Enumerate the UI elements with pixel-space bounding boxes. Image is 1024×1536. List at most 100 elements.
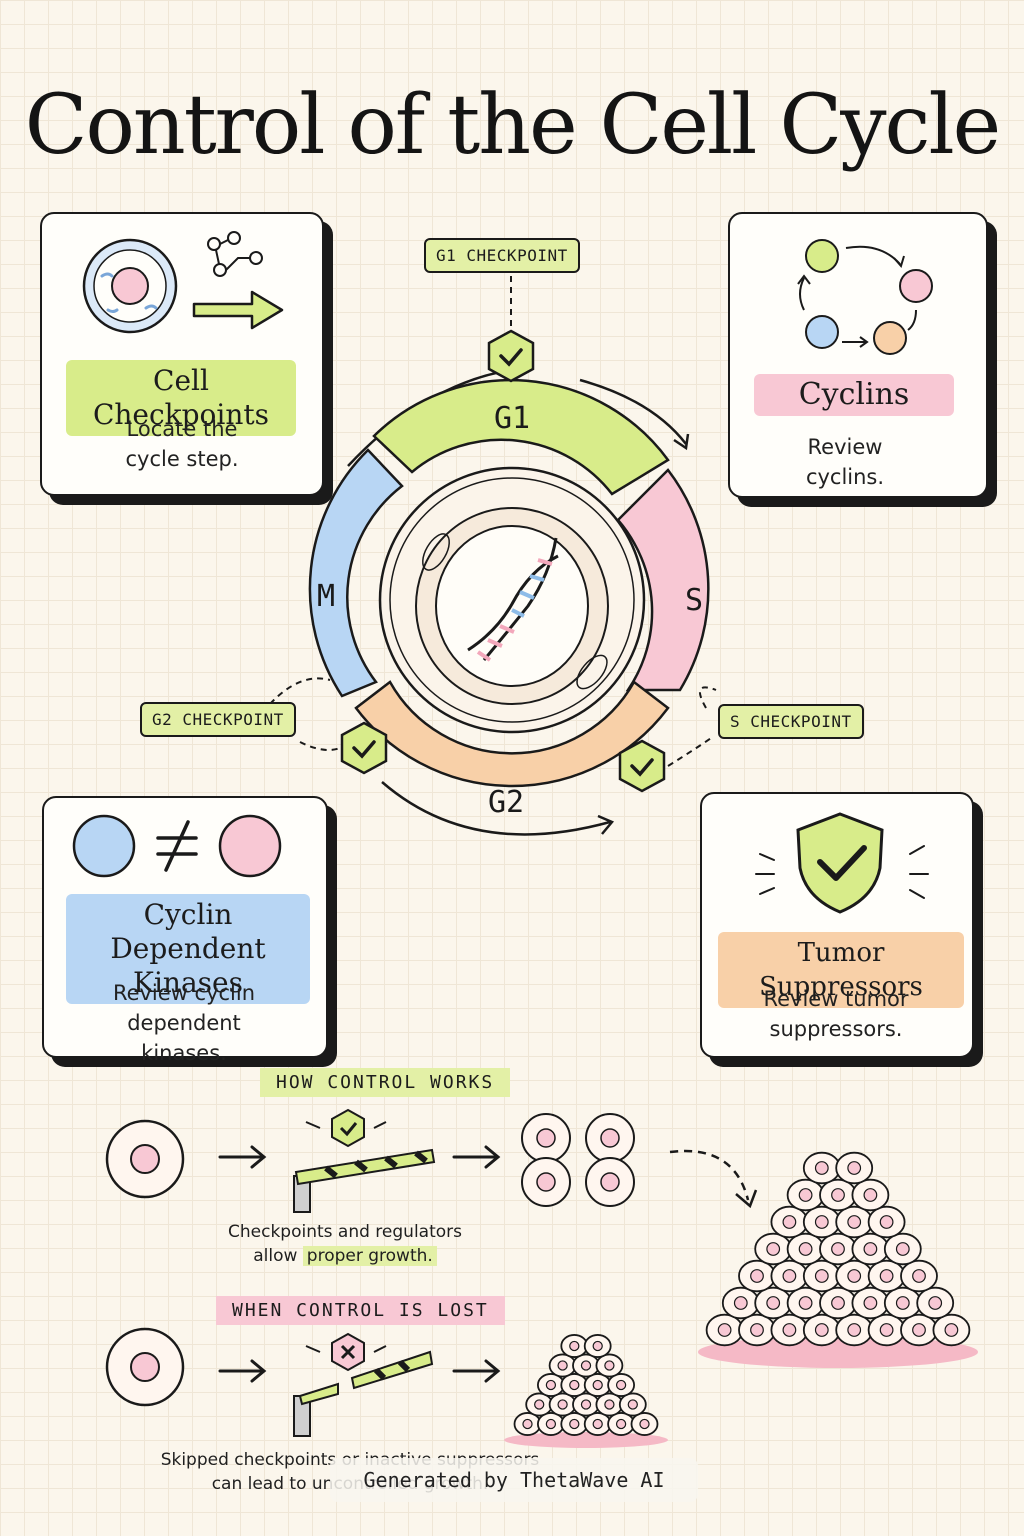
normal-cell-icon [105,1119,185,1199]
tumor-cell-nucleus [782,1269,797,1283]
tumor-cell-nucleus [831,1188,845,1202]
tumor-cell-nucleus [615,1379,627,1391]
tumor-cell-nucleus [750,1269,764,1283]
card-description: Review cyclins. [805,435,885,489]
tumor-cell-nucleus [814,1323,829,1337]
arrow-right-icon [218,1145,267,1169]
tumor-cell-nucleus [615,1418,627,1430]
molecule-icon [207,231,263,277]
tumor-cell-nucleus [912,1323,926,1337]
tumor-cell-nucleus [782,1215,797,1229]
dna-icon [467,537,559,662]
tumor-cell-nucleus [766,1296,781,1310]
phase-label-g2: G2 [488,785,524,820]
tumor-cell-nucleus [863,1188,878,1202]
tumor-cell-nucleus [879,1215,894,1229]
cell-cycle-diagram: G1 S G2 M [308,366,710,836]
phase-segment-g1[interactable] [372,378,670,496]
watermark: Generated by ThetaWave AI [330,1458,698,1502]
phase-label-s: S [685,583,703,618]
arrow-right-icon [452,1359,501,1383]
phase-segment-g2[interactable] [354,680,670,788]
card-cell-checkpoints[interactable]: Cell Checkpoints Locate the cycle step. [40,212,324,496]
tumor-cell-nucleus [557,1399,568,1410]
card-tumor-suppressors[interactable]: Tumor Suppressors Review tumor suppresso… [700,792,974,1058]
tumor-cell-nucleus [592,1418,603,1430]
tumor-cell-nucleus [928,1296,943,1310]
tumor-cell-nucleus [798,1188,813,1202]
tumor-cell-nucleus [814,1215,829,1229]
g2-checkpoint-tag[interactable]: G2 CHECKPOINT [140,702,296,737]
tumor-cell-nucleus [831,1242,845,1256]
phase-label-g1: G1 [494,401,530,436]
tumor-cell-nucleus [592,1340,603,1352]
how-caption-line2: allow proper growth. [200,1244,490,1268]
shield-check-icon [755,812,929,914]
tumor-cell-nucleus [545,1418,557,1430]
tumor-cell-nucleus [814,1269,829,1283]
how-caption-highlight: proper growth. [302,1246,437,1266]
g1-checkpoint-tag[interactable]: G1 CHECKPOINT [424,238,580,273]
how-caption: Checkpoints and regulators allow proper … [200,1220,490,1268]
tumor-cell-nucleus [798,1296,813,1310]
checkpoint-hexagon-icon [618,739,666,793]
tumor-cell-nucleus [627,1399,638,1410]
tumor-cell-nucleus [604,1360,615,1371]
tumor-cell-nucleus [895,1296,910,1310]
tumor-cell-nucleus [831,1296,845,1310]
tumor-cell-nucleus [569,1379,580,1391]
tumor-cell-nucleus [798,1242,813,1256]
tumor-cell-nucleus [847,1161,862,1175]
card-description: Locate the cycle step. [125,417,239,471]
dashed-arrow-icon [669,1149,758,1209]
page-title: Control of the Cell Cycle [24,78,1001,173]
tumor-cell-nucleus [847,1215,862,1229]
tumor-cell-nucleus [522,1418,533,1430]
normal-cell-icon [105,1327,185,1407]
tumor-cell-nucleus [534,1399,545,1410]
card-cyclins[interactable]: Cyclins Review cyclins. [728,212,988,498]
card-cyclin-dependent-kinases[interactable]: Cyclin Dependent Kinases Review cyclin d… [42,796,328,1065]
small-tumor-icon [504,1334,668,1448]
tumor-cell-nucleus [814,1161,829,1175]
card-description: Review cyclin dependent kinases. [112,981,256,1065]
tumor-cell-nucleus [750,1323,764,1337]
tumor-cell-nucleus [604,1399,615,1410]
arrow-right-icon [192,290,284,330]
tumor-cell-nucleus [733,1296,748,1310]
arrow-right-icon [452,1145,501,1169]
phase-label-m: M [317,579,335,614]
card-title: Cyclin Dependent Kinases [66,894,310,1004]
how-caption-prefix: allow [253,1246,298,1266]
dividing-cells-icon [521,1113,635,1207]
tumor-cell-nucleus [717,1323,732,1337]
tumor-mass-icon [698,1151,978,1368]
card-description: Review tumor suppressors. [763,987,909,1041]
cycle-arrows-icon [797,239,933,355]
tumor-cell-nucleus [879,1269,894,1283]
when-lost-heading: WHEN CONTROL IS LOST [216,1296,505,1325]
tumor-cell-nucleus [863,1296,878,1310]
checkpoint-hexagon-icon [487,329,535,383]
tumor-cell-nucleus [912,1269,926,1283]
tumor-cell-nucleus [569,1340,580,1352]
card-title: Cyclins [754,374,954,416]
tumor-cell-nucleus [847,1269,862,1283]
tumor-cell-nucleus [557,1360,568,1371]
not-equal-icon [72,814,282,878]
phase-segment-m[interactable] [308,448,404,698]
cell-icon [82,238,178,334]
tumor-cell-nucleus [569,1418,580,1430]
tumor-cell-nucleus [639,1418,650,1430]
tumor-cell-nucleus [545,1379,557,1391]
tumor-cell-nucleus [782,1323,797,1337]
tumor-cell-nucleus [879,1323,894,1337]
card-title: Tumor Suppressors [718,932,964,1008]
s-checkpoint-tag[interactable]: S CHECKPOINT [718,704,864,739]
tumor-cell-nucleus [592,1379,603,1391]
tumor-cell-nucleus [847,1323,862,1337]
how-control-heading: HOW CONTROL WORKS [260,1068,511,1097]
tumor-cell-nucleus [895,1242,910,1256]
tumor-cell-nucleus [766,1242,781,1256]
tumor-cell-nucleus [580,1360,592,1371]
